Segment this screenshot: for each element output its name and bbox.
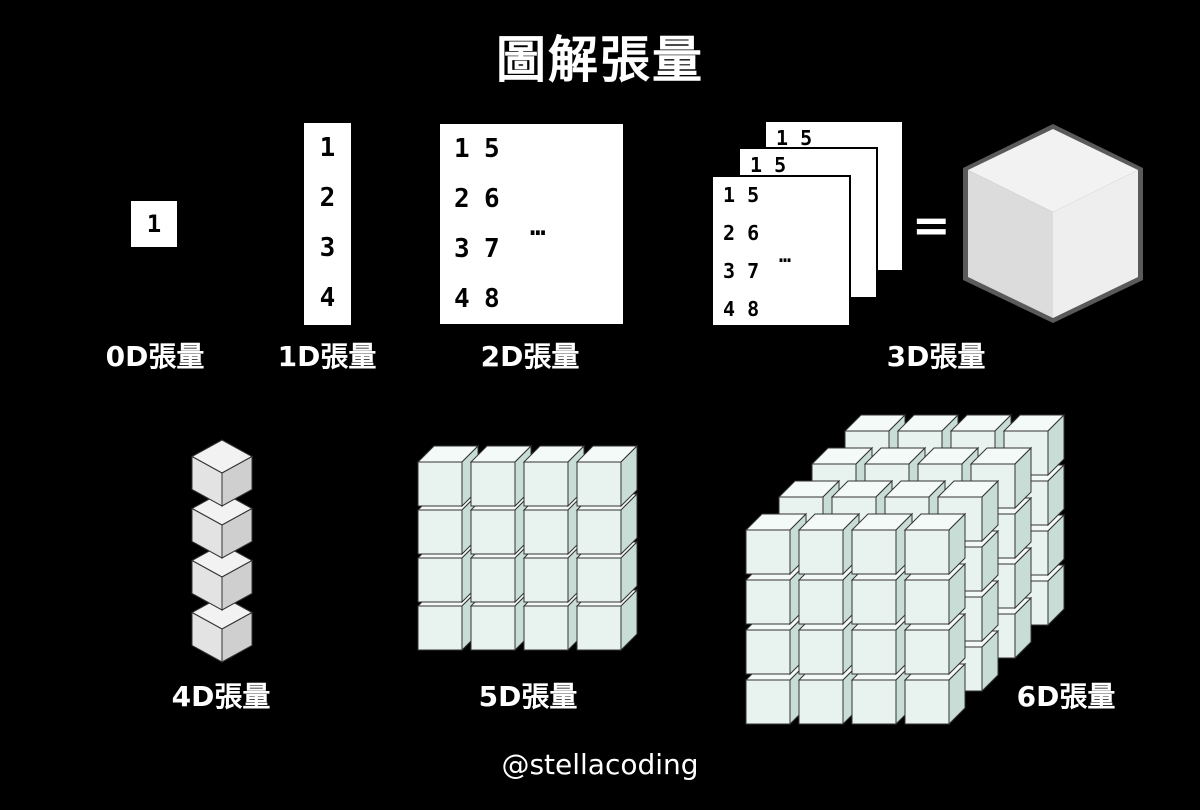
vector-cell: 1 <box>319 133 336 163</box>
cube-icon <box>797 512 861 576</box>
sheet-ellipsis: … <box>779 243 792 267</box>
matrix-cell: 7 <box>484 234 500 264</box>
cube-icon <box>190 439 254 507</box>
matrix-cell: 3 <box>454 234 470 264</box>
sheet-row: 4 8 <box>723 297 760 321</box>
tensor-3d-sheet-front: 1 5 2 6 3 7 4 8 … <box>711 175 851 327</box>
cube-icon <box>903 512 967 576</box>
matrix-ellipsis: … <box>530 212 546 242</box>
sheet-row: 2 6 <box>723 221 760 245</box>
vector-cell: 3 <box>319 233 336 263</box>
sheet-row: 1 5 <box>776 126 813 150</box>
tensor-2d-matrix: 1 5 2 6 3 7 4 8 … <box>440 124 623 324</box>
sheet-row: 3 7 <box>723 259 760 283</box>
tensor-1d-vector: 1 2 3 4 <box>304 123 351 325</box>
cube-icon <box>575 444 639 508</box>
sheet-row: 1 5 <box>750 153 787 177</box>
vector-cell: 2 <box>319 183 336 213</box>
matrix-cell: 5 <box>484 134 500 164</box>
cube-icon <box>190 543 254 611</box>
tensor-5d-cubes <box>416 444 639 652</box>
big-cube-icon <box>963 124 1143 323</box>
cube-icon <box>416 444 480 508</box>
tensor-0d-box: 1 <box>131 201 177 247</box>
matrix-cell: 6 <box>484 184 500 214</box>
matrix-cell: 1 <box>454 134 470 164</box>
matrix-cell: 2 <box>454 184 470 214</box>
author-handle: @stellacoding <box>501 748 699 781</box>
label-0d: 0D張量 <box>105 340 205 373</box>
label-1d: 1D張量 <box>277 340 377 373</box>
tensor-6d-cubes <box>744 413 1066 726</box>
cube-icon <box>469 444 533 508</box>
cube-icon <box>190 595 254 663</box>
matrix-cell: 8 <box>484 284 500 314</box>
label-5d: 5D張量 <box>478 680 578 713</box>
cube-icon <box>744 512 808 576</box>
cube-icon <box>575 492 639 556</box>
tensor-4d-cubes <box>190 439 254 663</box>
equals-sign: = <box>912 198 951 252</box>
label-2d: 2D張量 <box>480 340 580 373</box>
matrix-cell: 4 <box>454 284 470 314</box>
cube-icon <box>190 491 254 559</box>
vector-cell: 4 <box>319 283 336 313</box>
cube-icon <box>522 444 586 508</box>
label-3d: 3D張量 <box>886 340 986 373</box>
label-6d: 6D張量 <box>1016 680 1116 713</box>
label-4d: 4D張量 <box>171 680 271 713</box>
sheet-row: 1 5 <box>723 183 760 207</box>
page-title: 圖解張量 <box>496 31 704 89</box>
cube-icon <box>850 512 914 576</box>
